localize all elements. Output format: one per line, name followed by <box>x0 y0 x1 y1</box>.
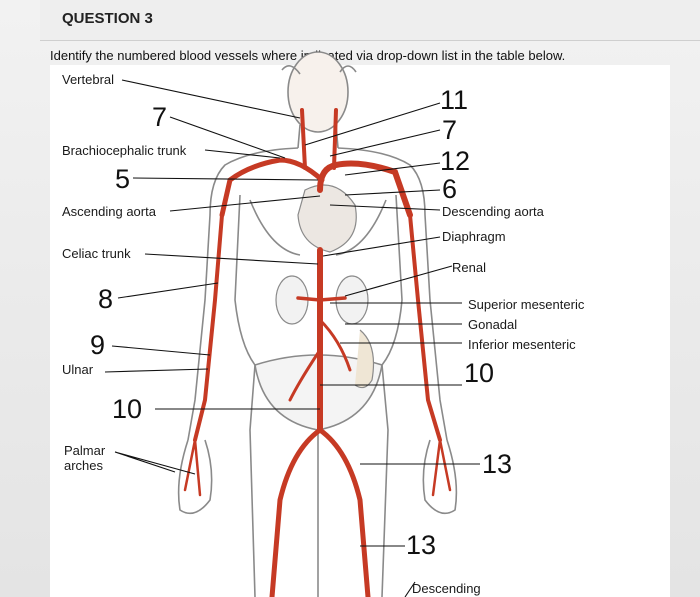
label-ulnar: Ulnar <box>62 362 94 377</box>
question-title: QUESTION 3 <box>62 10 153 27</box>
label-palmar-arches: Palmar arches <box>64 443 106 473</box>
number-9: 9 <box>90 330 106 360</box>
organs <box>275 184 375 389</box>
label-descending-aorta: Descending aorta <box>442 204 544 219</box>
label-gonadal: Gonadal <box>468 317 518 332</box>
number-10-left: 10 <box>112 394 143 424</box>
number-10-right: 10 <box>464 358 495 388</box>
number-8: 8 <box>98 284 114 314</box>
label-celiac-trunk: Celiac trunk <box>62 246 131 261</box>
number-7-right: 7 <box>442 115 458 145</box>
number-11: 11 <box>440 85 469 115</box>
label-descending-bottom: Descending <box>412 581 481 596</box>
question-header <box>40 0 700 41</box>
label-diaphragm: Diaphragm <box>442 229 506 244</box>
label-ascending-aorta: Ascending aorta <box>62 204 156 219</box>
number-6: 6 <box>442 174 458 204</box>
label-superior-mesenteric: Superior mesenteric <box>468 297 585 312</box>
number-5: 5 <box>115 164 131 194</box>
number-13-upper: 13 <box>482 449 513 479</box>
label-inferior-mesenteric: Inferior mesenteric <box>468 337 576 352</box>
arteries <box>183 108 452 597</box>
leader-lines <box>104 79 480 597</box>
label-vertebral: Vertebral <box>62 72 115 87</box>
number-13-lower: 13 <box>406 530 437 560</box>
number-7-left: 7 <box>152 102 168 132</box>
label-renal: Renal <box>452 260 486 275</box>
number-12: 12 <box>440 146 471 176</box>
label-brachiocephalic-trunk: Brachiocephalic trunk <box>62 143 187 158</box>
